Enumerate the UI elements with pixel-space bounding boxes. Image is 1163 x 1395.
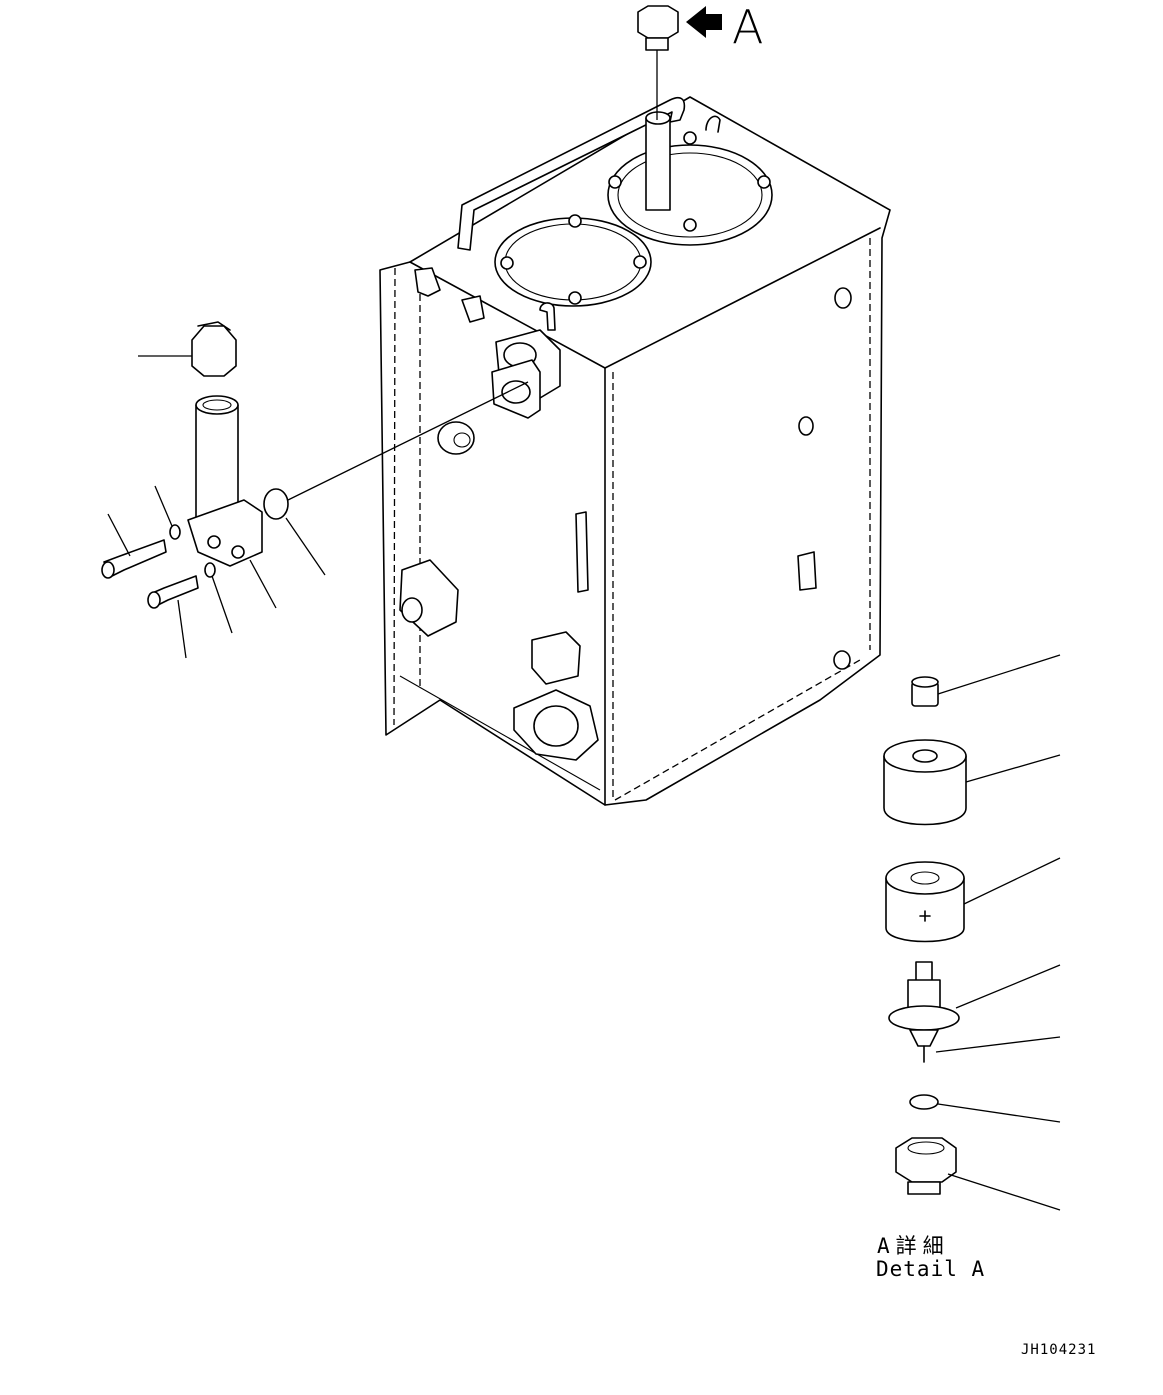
o-ring (263, 488, 289, 520)
side-fittings (399, 287, 852, 761)
mounting-bolts (101, 524, 216, 609)
breather-top (637, 5, 679, 120)
return-pipe (457, 96, 721, 251)
detail-a-parts (883, 654, 1061, 1211)
drawing-code: JH104231 (1021, 1342, 1097, 1358)
cover-plate-rear (607, 131, 773, 246)
top-brackets (414, 267, 556, 331)
callout-a-label: A (732, 0, 764, 54)
suction-pipe (187, 395, 263, 567)
arrow-a-icon (686, 6, 722, 38)
strainer-cap (191, 321, 237, 377)
leader-lines-left (107, 355, 529, 659)
cover-plate-front (494, 214, 652, 307)
detail-title-jp: A詳細 (877, 1234, 950, 1258)
detail-title-en: Detail A (876, 1257, 986, 1281)
tank-port-flange (491, 329, 561, 419)
